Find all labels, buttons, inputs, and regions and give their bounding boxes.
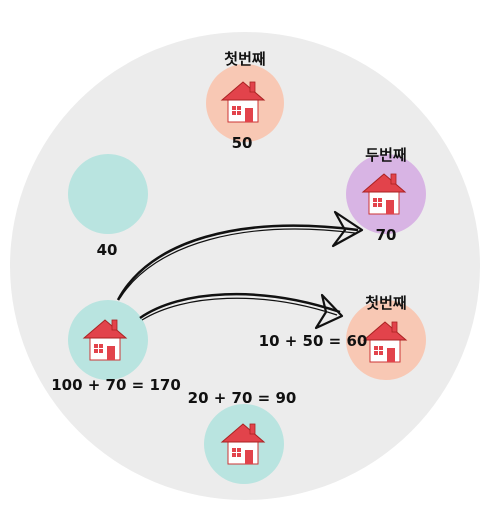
node-right-bottom-value: 10 + 50 = 60 xyxy=(258,332,368,350)
node-bottom-value: 20 + 70 = 90 xyxy=(187,389,297,407)
node-left-bottom-value: 100 + 70 = 170 xyxy=(51,376,181,394)
node-left-empty-value: 40 xyxy=(96,241,118,259)
node-top-value: 50 xyxy=(231,134,253,152)
node-top-heading: 첫번째 xyxy=(224,50,266,68)
house-icon xyxy=(220,423,266,465)
node-right-top-value: 70 xyxy=(375,226,397,244)
house-icon xyxy=(361,173,407,215)
node-right-top-heading: 두번째 xyxy=(365,146,407,164)
house-icon xyxy=(220,81,266,123)
node-right-bottom-heading: 첫번째 xyxy=(365,294,407,312)
node-left-empty-circle xyxy=(68,154,148,234)
house-icon xyxy=(362,321,408,363)
house-icon xyxy=(82,319,128,361)
